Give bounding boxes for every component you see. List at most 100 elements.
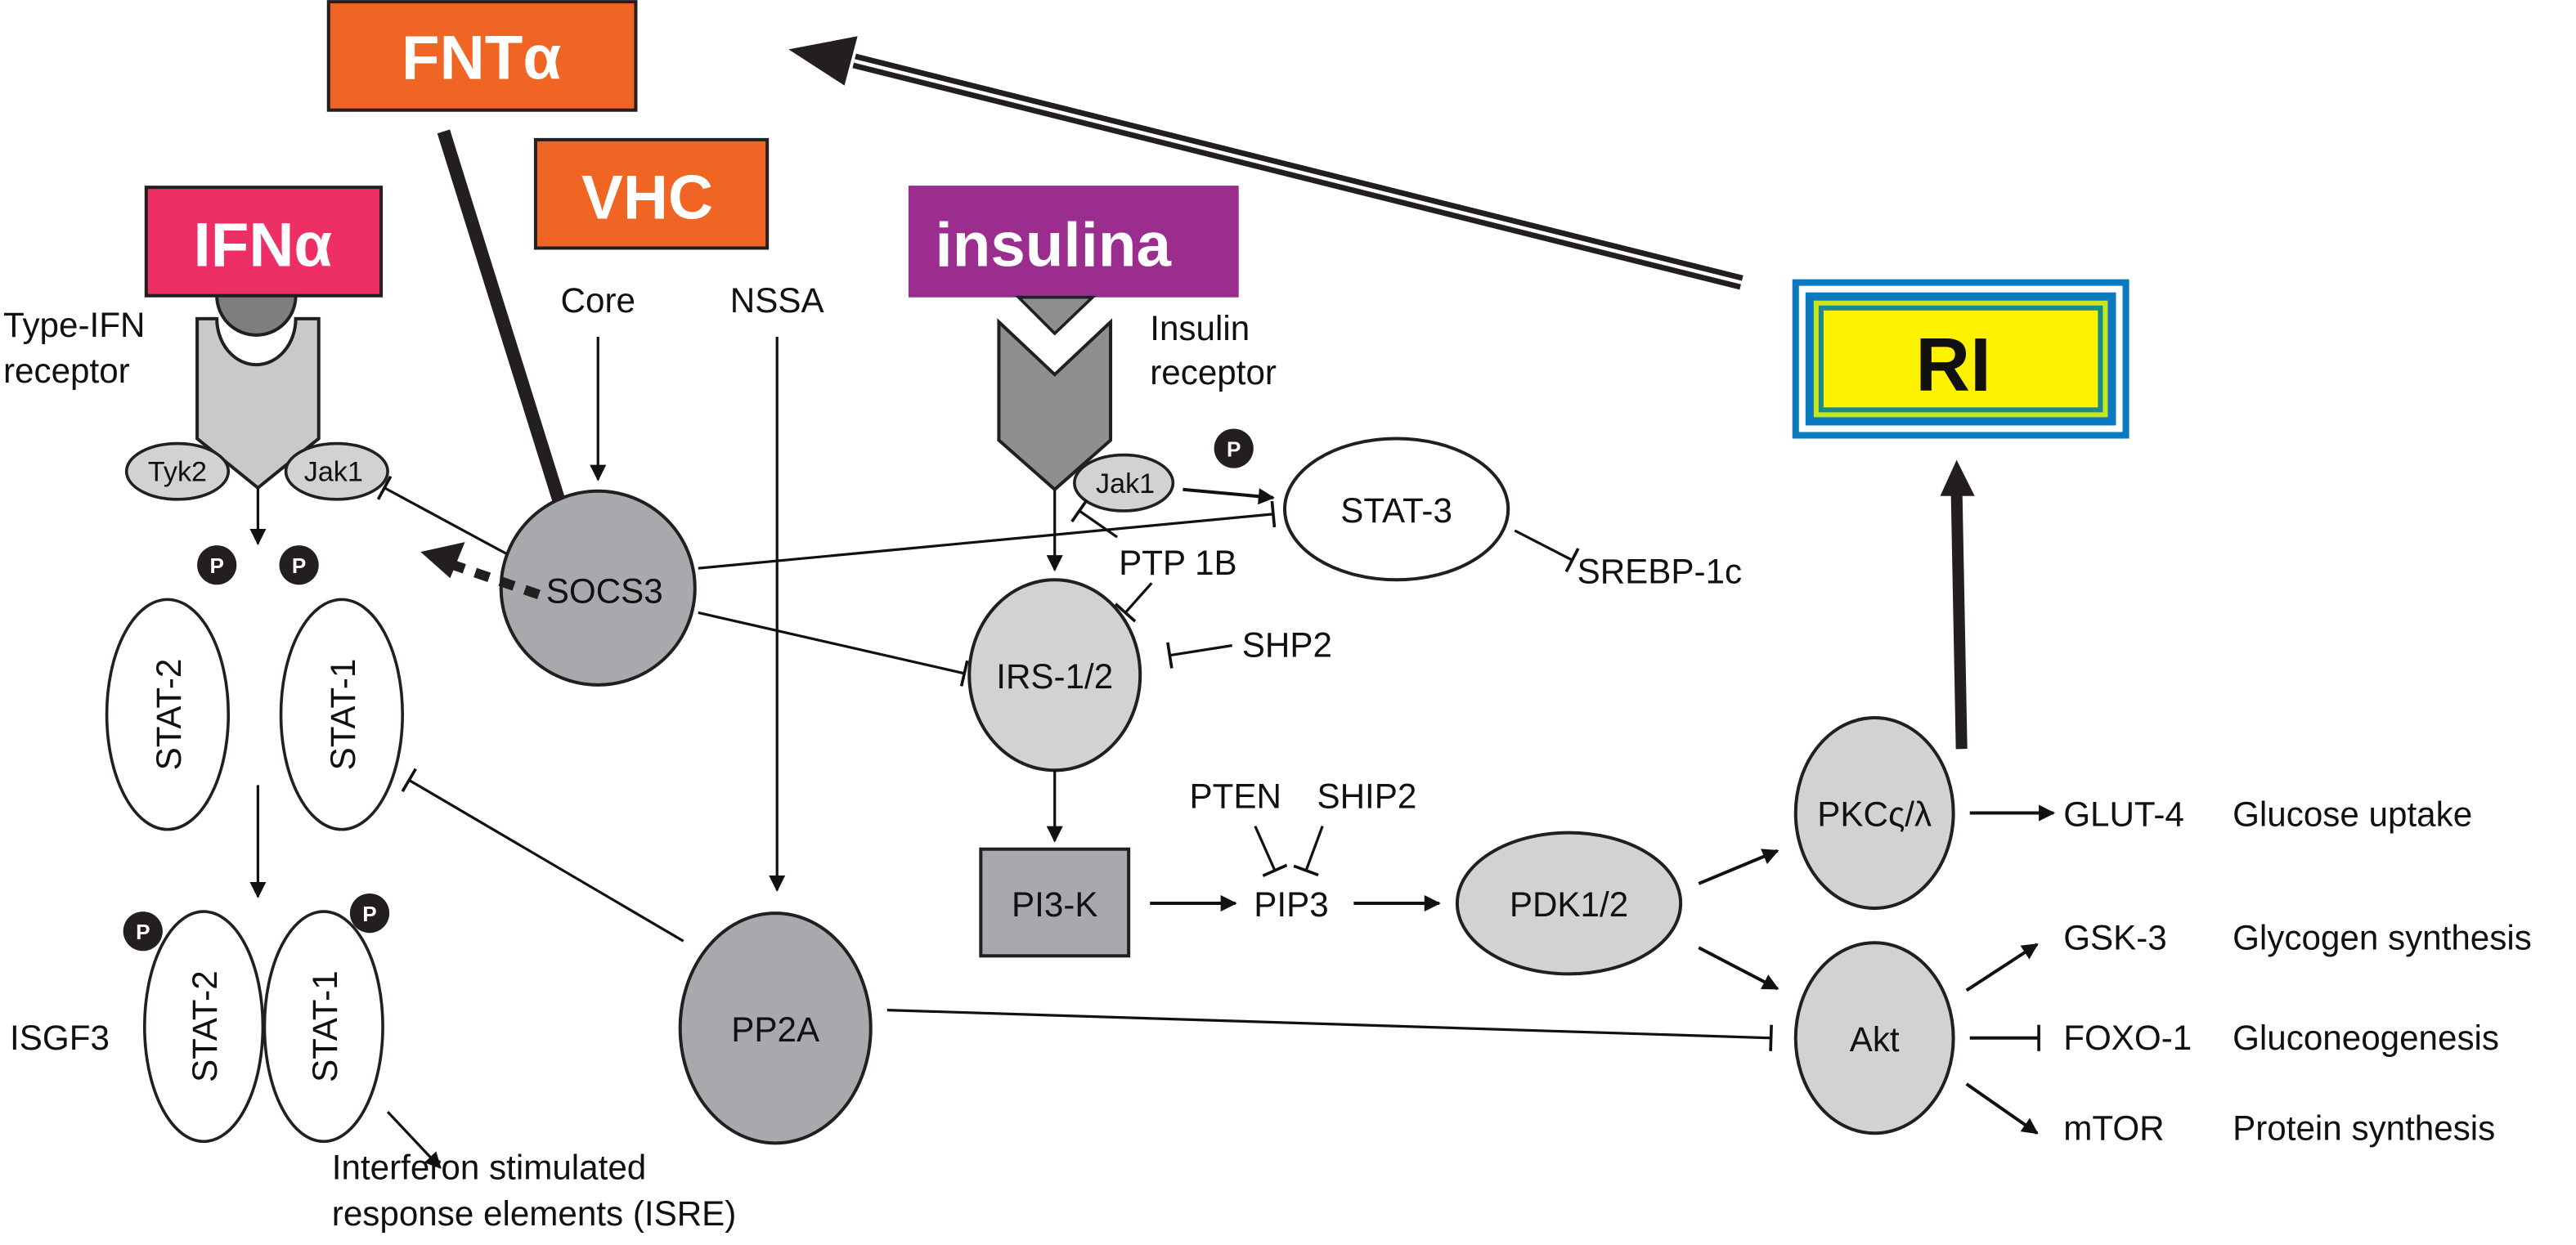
core-label: Core	[561, 281, 635, 320]
akt-node: Akt	[1793, 941, 1955, 1135]
pkc-to-ri-arrow	[1940, 459, 1975, 750]
svg-text:PDK1/2: PDK1/2	[1510, 885, 1628, 924]
svg-text:STAT-2: STAT-2	[150, 659, 188, 771]
svg-text:VHC: VHC	[581, 163, 713, 232]
svg-text:PKCς/λ: PKCς/λ	[1817, 795, 1932, 834]
pip3-label: PIP3	[1254, 885, 1328, 924]
pdk-to-akt-arrow	[1698, 946, 1779, 991]
svg-text:Glycogen synthesis: Glycogen synthesis	[2233, 918, 2532, 956]
socs3-node: SOCS3	[499, 489, 697, 687]
insulina-box: insulina	[908, 186, 1239, 298]
svg-text:IFNα: IFNα	[193, 211, 332, 280]
isgf3-to-isre-arrow	[386, 1111, 442, 1169]
stat1-node-bottom: STAT-1	[263, 910, 384, 1144]
svg-text:Akt: Akt	[1850, 1020, 1900, 1059]
svg-text:FOXO-1: FOXO-1	[2063, 1019, 2192, 1057]
output-row-mtor: mTOR Protein synthesis	[2063, 1108, 2495, 1147]
stat1-node-top: STAT-1	[279, 598, 404, 831]
ptp1b-label: PTP 1B	[1119, 544, 1237, 582]
type-ifn-receptor-label: Type-IFN	[3, 306, 145, 344]
svg-text:Tyk2: Tyk2	[148, 457, 207, 488]
isgf3-label: ISGF3	[10, 1019, 110, 1057]
jak1-ifn-node: Jak1	[284, 441, 389, 501]
stat3-inhibits-srebp	[1514, 529, 1580, 573]
svg-text:P: P	[362, 902, 376, 926]
ri-feedback-arrow	[788, 36, 1744, 290]
output-row-gsk3: GSK-3 Glycogen synthesis	[2063, 918, 2532, 956]
socs3-inhibits-jak1	[376, 475, 507, 555]
stat2-node-top: STAT-2	[105, 598, 231, 831]
ptp1b-inhibits-irs	[1114, 582, 1153, 623]
svg-text:Gluconeogenesis: Gluconeogenesis	[2233, 1019, 2499, 1057]
svg-text:STAT-3: STAT-3	[1340, 491, 1452, 530]
ship2-inhibits-pip3	[1293, 826, 1324, 877]
shp2-inhibits-irs	[1166, 642, 1232, 669]
phospho-badge: P	[1214, 428, 1254, 468]
stat2-node-bottom: STAT-2	[142, 910, 265, 1144]
svg-text:STAT-2: STAT-2	[186, 970, 224, 1082]
svg-text:Protein synthesis: Protein synthesis	[2233, 1108, 2495, 1147]
pdk-node: PDK1/2	[1455, 831, 1683, 976]
ship2-label: SHIP2	[1317, 777, 1416, 816]
pten-inhibits-pip3	[1254, 825, 1288, 878]
phospho-badge: P	[123, 911, 163, 952]
ifn-receptor	[195, 293, 321, 490]
svg-text:IRS-1/2: IRS-1/2	[996, 657, 1113, 696]
isre-label-2: response elements (ISRE)	[332, 1194, 737, 1233]
svg-text:mTOR: mTOR	[2063, 1108, 2164, 1147]
insulin-receptor-label: Insulin	[1150, 309, 1250, 347]
jak1-insulin-node: Jak1	[1073, 453, 1175, 513]
socs3-inhibits-irs	[698, 611, 969, 687]
pp2a-inhibits-stat1	[401, 768, 684, 943]
pten-label: PTEN	[1189, 777, 1281, 816]
svg-text:Jak1: Jak1	[1096, 468, 1155, 499]
socs3-dotted-arrow	[420, 542, 541, 600]
svg-text:insulina: insulina	[936, 211, 1172, 280]
output-row-glut4: GLUT-4 Glucose uptake	[2063, 795, 2472, 834]
pp2a-inhibits-akt	[886, 1009, 1773, 1051]
svg-text:P: P	[292, 553, 306, 578]
svg-text:GSK-3: GSK-3	[2063, 918, 2167, 956]
pp2a-node: PP2A	[678, 911, 873, 1145]
svg-text:P: P	[209, 553, 223, 578]
socs3-inhibits-stat3	[698, 500, 1277, 570]
svg-text:GLUT-4: GLUT-4	[2063, 795, 2184, 834]
svg-text:P: P	[1227, 437, 1241, 462]
phospho-badge: P	[197, 545, 237, 585]
svg-text:SOCS3: SOCS3	[546, 571, 663, 610]
svg-text:Glucose uptake: Glucose uptake	[2233, 795, 2472, 834]
nssa-label: NSSA	[730, 281, 825, 320]
pi3k-node: PI3-K	[979, 847, 1131, 958]
type-ifn-receptor-label-2: receptor	[3, 352, 130, 390]
akt-to-mtor-arrow	[1965, 1082, 2039, 1135]
pdk-to-pkc-arrow	[1698, 849, 1779, 885]
tyk2-node: Tyk2	[124, 441, 231, 501]
svg-text:STAT-1: STAT-1	[324, 659, 362, 771]
phospho-badge: P	[349, 893, 390, 934]
svg-text:RI: RI	[1915, 322, 1990, 407]
ri-insulin-resistance-box: RI	[1792, 279, 2129, 439]
insulin-receptor-label-2: receptor	[1150, 353, 1277, 392]
phospho-badge: P	[279, 545, 319, 585]
output-row-foxo1: FOXO-1 Gluconeogenesis	[2063, 1019, 2499, 1057]
srebp-1c-label: SREBP-1c	[1577, 552, 1743, 590]
isre-label: Interferon stimulated	[332, 1149, 646, 1187]
stat3-node: STAT-3	[1282, 437, 1510, 582]
akt-to-gsk3-arrow	[1965, 943, 2039, 992]
svg-text:STAT-1: STAT-1	[306, 970, 344, 1082]
jak1-to-stat3-arrow	[1183, 487, 1275, 505]
svg-text:Jak1: Jak1	[304, 457, 363, 488]
ptp1b-inhibits-jak1	[1070, 499, 1118, 539]
insulin-receptor	[997, 295, 1113, 492]
pkc-node: PKCς/λ	[1793, 716, 1955, 911]
shp2-label: SHP2	[1242, 626, 1332, 665]
svg-text:PP2A: PP2A	[731, 1010, 820, 1049]
vhc-box: VHC	[533, 137, 770, 250]
svg-text:FNTα: FNTα	[402, 24, 561, 93]
svg-text:P: P	[136, 920, 150, 944]
ifn-alpha-box: IFNα	[144, 186, 384, 298]
fnt-alpha-box: FNTα	[326, 0, 638, 112]
irs-node: IRS-1/2	[967, 578, 1142, 773]
svg-text:PI3-K: PI3-K	[1012, 885, 1097, 924]
